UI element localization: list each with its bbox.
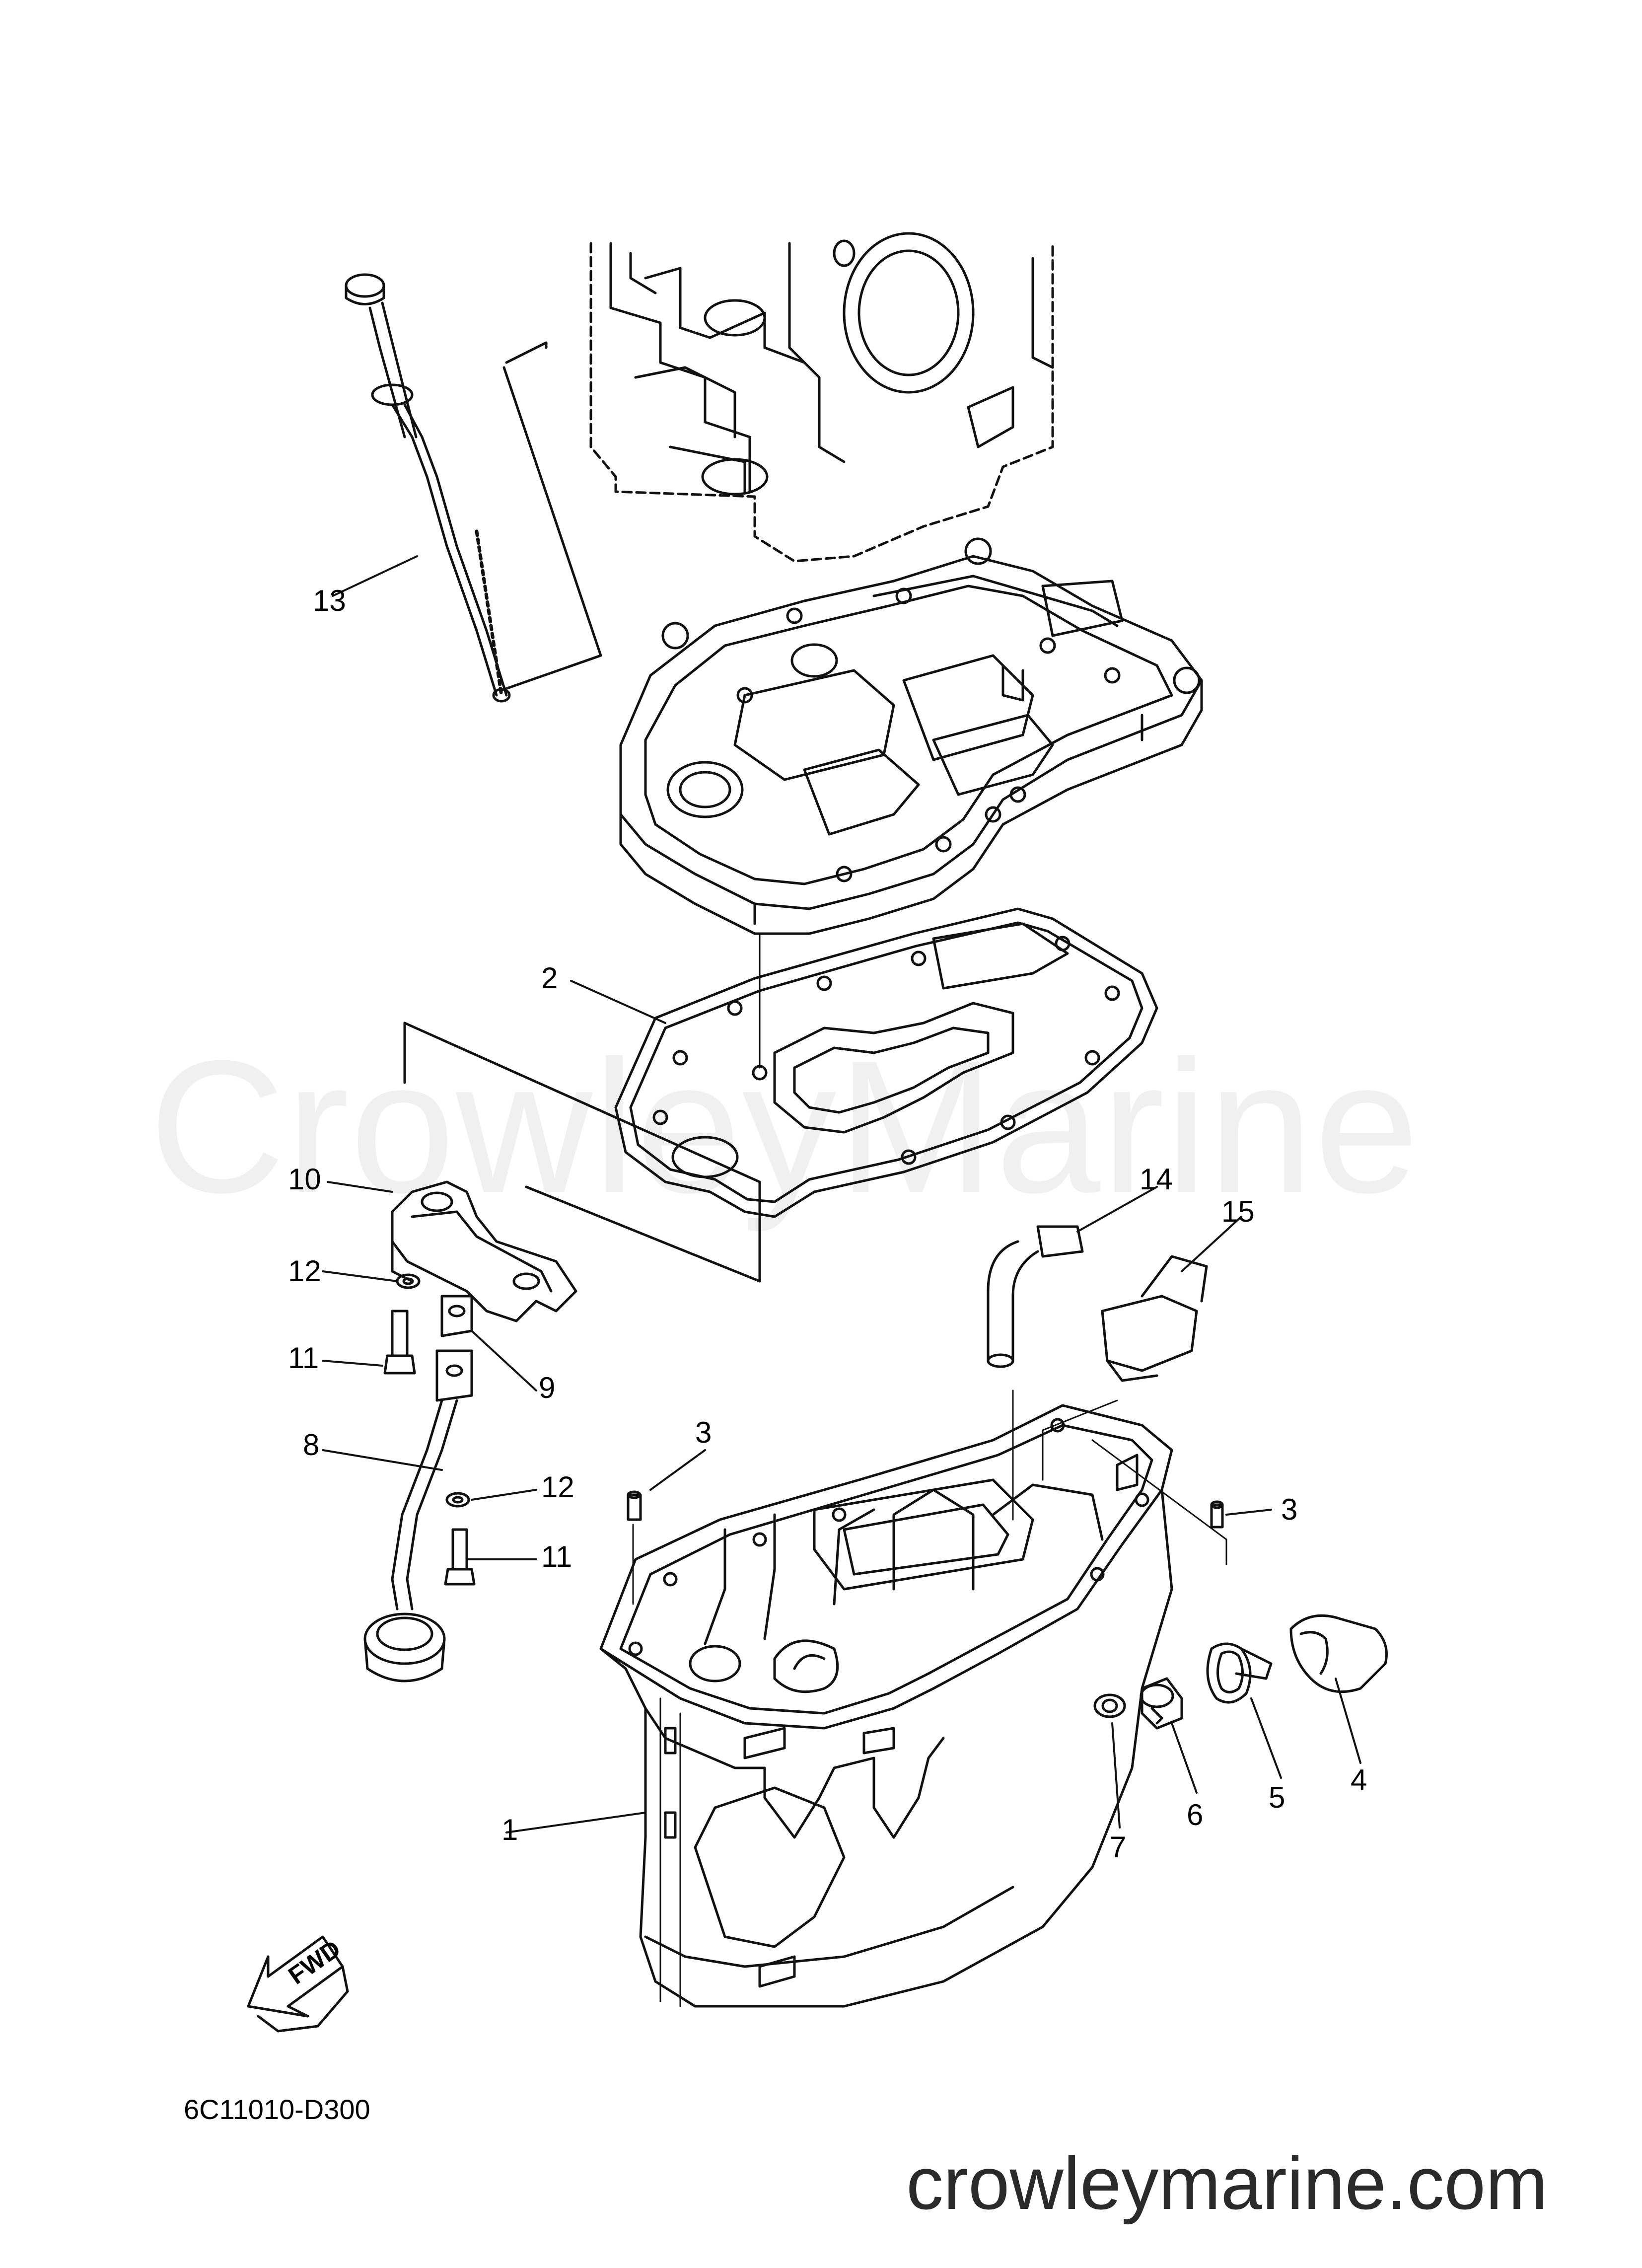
callout-8: 8 <box>303 1428 320 1462</box>
callout-14: 14 <box>1140 1163 1173 1196</box>
callout-15: 15 <box>1221 1195 1255 1228</box>
fwd-arrow <box>247 1935 349 2033</box>
oil-pan <box>599 1390 1227 2008</box>
callout-6: 6 <box>1187 1798 1204 1831</box>
callout-3-right: 3 <box>1281 1493 1298 1526</box>
connector-15 <box>1101 1255 1208 1382</box>
engine-block <box>589 232 1054 563</box>
oil-strainer <box>363 1399 458 1683</box>
exhaust-guide <box>619 537 1203 935</box>
diagram-code: 6C11010-D300 <box>184 2094 370 2125</box>
strainer-guide-lines <box>403 1022 761 1283</box>
callout-11-upper: 11 <box>288 1341 319 1375</box>
callout-1: 1 <box>501 1813 518 1846</box>
callout-13: 13 <box>313 584 346 617</box>
dipstick <box>345 273 511 703</box>
callout-11-lower: 11 <box>541 1540 572 1573</box>
callout-3-left: 3 <box>695 1416 712 1449</box>
dowel-pins <box>627 1490 1224 1605</box>
strainer-bracket <box>391 1180 577 1322</box>
callout-10: 10 <box>288 1163 321 1196</box>
callout-4: 4 <box>1351 1763 1367 1797</box>
callout-7: 7 <box>1110 1830 1127 1864</box>
hose <box>987 1225 1084 1368</box>
callout-2: 2 <box>541 961 558 995</box>
callout-9: 9 <box>539 1371 556 1404</box>
site-footer: crowleymarine.com <box>906 2141 1548 2225</box>
callout-leaders <box>322 555 1361 1833</box>
gasket <box>614 907 1158 1218</box>
callout-12-lower: 12 <box>541 1470 574 1504</box>
callout-5: 5 <box>1269 1781 1285 1814</box>
callout-12-upper: 12 <box>288 1254 321 1288</box>
drain-parts <box>1093 1614 1388 1730</box>
dipstick-guide-lines <box>500 341 602 692</box>
